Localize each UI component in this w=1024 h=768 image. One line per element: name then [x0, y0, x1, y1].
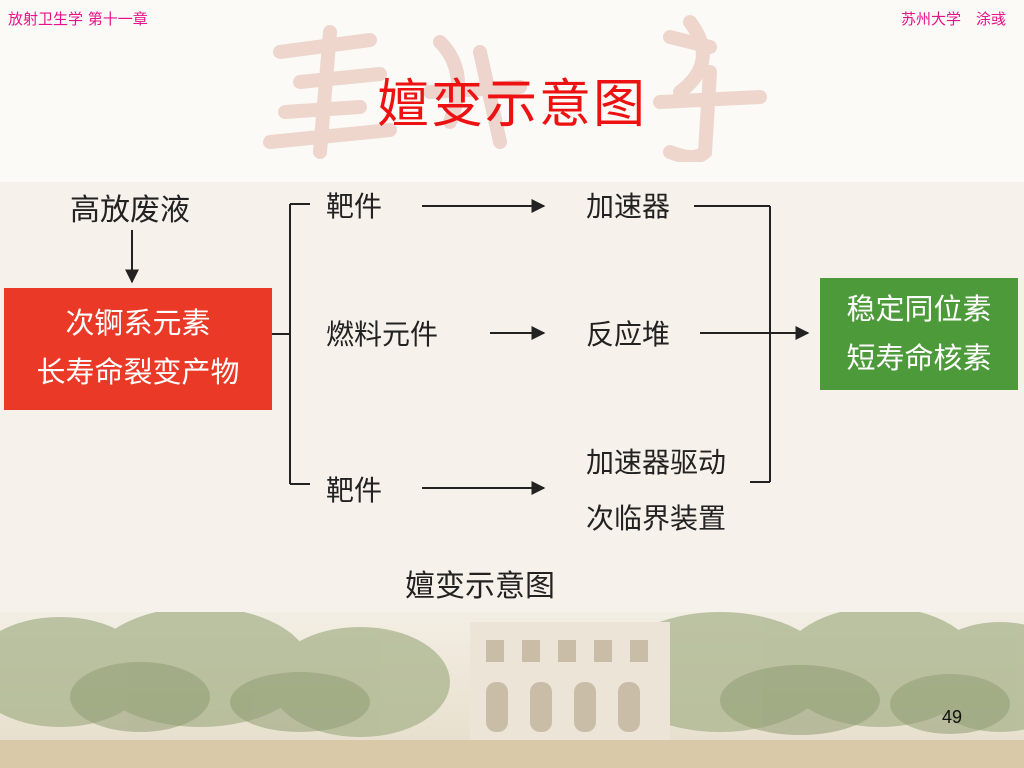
diagram-panel: 高放废液 次锕系元素 长寿命裂变产物 靶件 加速器 燃料元件 反应堆 靶件 加速…: [0, 182, 1024, 612]
path-input: 靶件: [326, 190, 382, 223]
campus-photo: [0, 612, 1024, 768]
slide-title: 嬗变示意图: [376, 75, 647, 135]
diagram-caption: 嬗变示意图: [405, 569, 555, 604]
path-device: 加速器: [586, 190, 670, 223]
author-header: 苏州大学 涂彧: [900, 10, 1006, 28]
campus-photo-banner: [0, 612, 1024, 768]
page-number: 49: [941, 707, 962, 727]
path-device: 反应堆: [586, 318, 670, 351]
path-input: 燃料元件: [326, 318, 438, 351]
source-box: [4, 288, 272, 410]
source-box-line: 次锕系元素: [65, 306, 210, 340]
result-box-line: 短寿命核素: [846, 341, 991, 375]
source-box-line: 长寿命裂变产物: [36, 355, 239, 389]
result-box: [820, 278, 1018, 390]
path-input: 靶件: [326, 474, 382, 507]
course-header: 放射卫生学 第十一章: [8, 10, 148, 28]
transmutation-diagram: 高放废液 次锕系元素 长寿命裂变产物 靶件 加速器 燃料元件 反应堆 靶件 加速…: [4, 190, 1018, 604]
result-box-line: 稳定同位素: [846, 292, 991, 326]
path-device: 次临界装置: [586, 502, 726, 535]
source-label: 高放废液: [70, 193, 190, 228]
path-device: 加速器驱动: [586, 446, 726, 479]
